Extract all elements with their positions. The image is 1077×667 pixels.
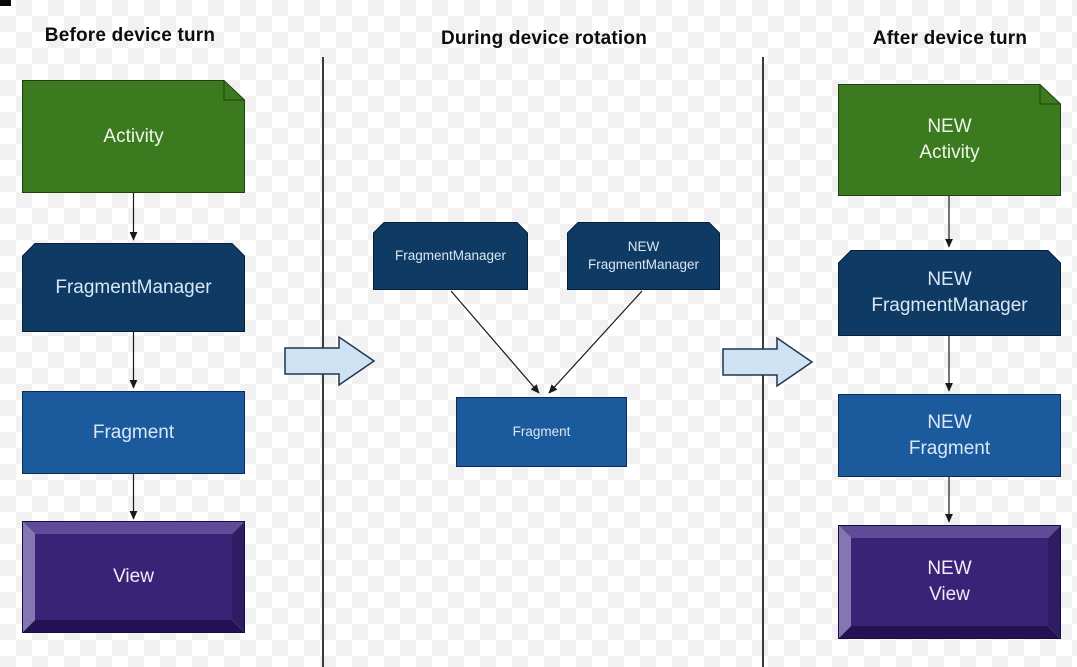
node-label: NEW FragmentManager xyxy=(871,267,1027,318)
node-label-line1: NEW xyxy=(927,116,972,138)
node-label: NEW Activity xyxy=(919,114,979,165)
new-activity-shape xyxy=(838,84,1061,196)
node-during-fragment: Fragment xyxy=(456,397,627,467)
new-view-bevel-shape xyxy=(838,525,1061,639)
node-during-fragment-manager: FragmentManager xyxy=(373,222,528,290)
node-label: FragmentManager xyxy=(55,276,212,298)
node-label: View xyxy=(113,566,154,588)
node-label: NEW View xyxy=(927,556,971,607)
node-label: Fragment xyxy=(512,423,571,439)
corner-artifact xyxy=(0,0,11,6)
panel-title-during: During device rotation xyxy=(440,28,648,49)
during-new-fragment-manager-shape xyxy=(567,222,720,290)
node-label-line1: NEW xyxy=(927,411,972,433)
node-label: Activity xyxy=(103,125,164,147)
during-fragment-manager-shape xyxy=(373,222,528,290)
node-new-activity: NEW Activity xyxy=(838,84,1061,196)
node-label: FragmentManager xyxy=(394,247,507,263)
panel-title-after: After device turn xyxy=(872,28,1028,49)
node-new-fragment: NEW Fragment xyxy=(838,394,1061,477)
fragment-manager-shape xyxy=(22,243,245,332)
node-label: NEW Fragment xyxy=(909,410,990,461)
panel-divider-right xyxy=(762,57,764,667)
arrow-new-manager-to-fragment xyxy=(548,290,643,394)
node-label: NEW FragmentManager xyxy=(588,238,699,274)
new-fragment-manager-shape xyxy=(838,250,1061,336)
node-label-line2: Activity xyxy=(919,142,980,163)
node-view: View xyxy=(22,521,245,633)
node-label-line1: NEW xyxy=(927,269,972,291)
node-label-line2: View xyxy=(929,584,970,605)
node-label-line2: FragmentManager xyxy=(587,257,700,272)
arrow-old-manager-to-fragment xyxy=(450,290,540,394)
node-label-line2: Fragment xyxy=(908,437,991,459)
node-fragment: Fragment xyxy=(22,391,245,474)
view-bevel-shape xyxy=(22,521,245,633)
node-during-new-fragment-manager: NEW FragmentManager xyxy=(567,222,720,290)
node-label-line1: NEW xyxy=(927,558,972,580)
node-new-view: NEW View xyxy=(838,525,1061,639)
transition-arrow-before-to-during xyxy=(284,335,376,387)
node-fragment-manager: FragmentManager xyxy=(22,243,245,332)
activity-shape xyxy=(22,80,245,193)
panel-divider-left xyxy=(322,57,324,667)
transition-arrow-during-to-after xyxy=(722,336,814,388)
node-new-fragment-manager: NEW FragmentManager xyxy=(838,250,1061,336)
node-label: Fragment xyxy=(92,421,175,443)
node-activity: Activity xyxy=(22,80,245,193)
panel-title-before: Before device turn xyxy=(44,25,216,46)
node-label-line2: FragmentManager xyxy=(871,295,1028,316)
node-label-line1: NEW xyxy=(627,238,660,254)
